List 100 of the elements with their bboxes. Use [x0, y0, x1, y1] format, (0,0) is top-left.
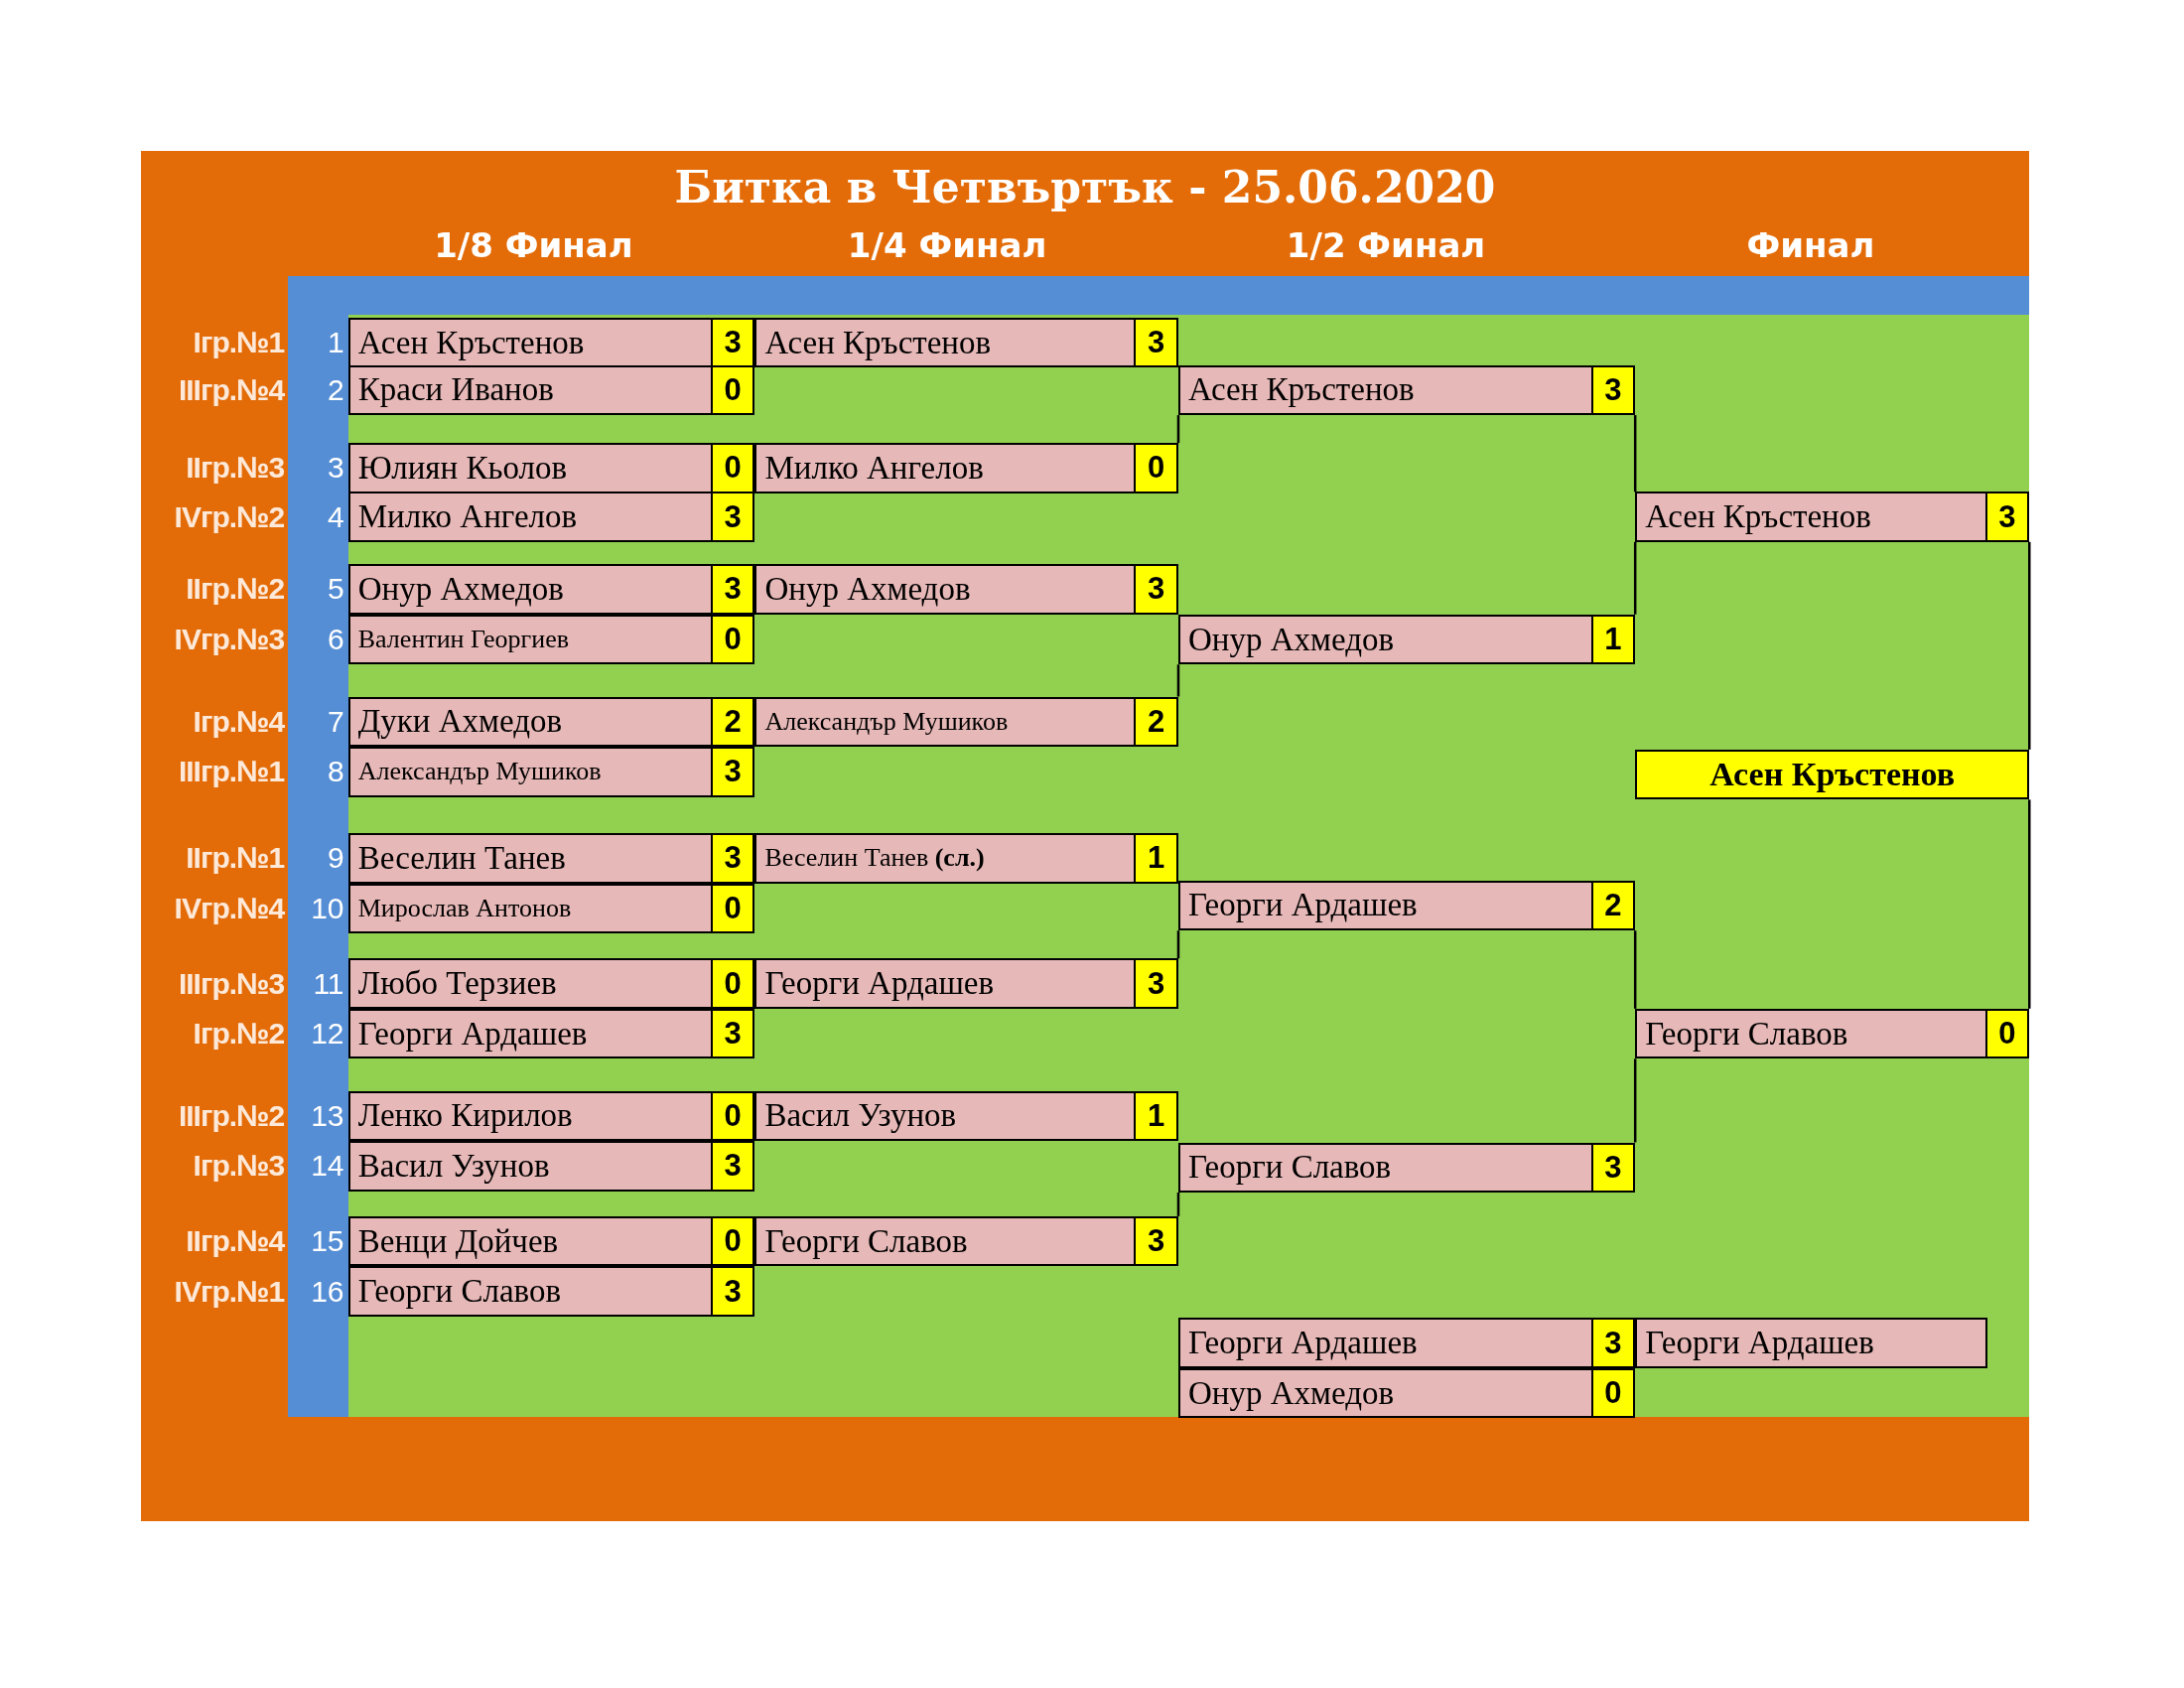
bracket-entry	[347, 833, 755, 884]
bracket-line	[1633, 1058, 1637, 1143]
bracket-entry	[1178, 1318, 1636, 1368]
player-name: Онур Ахмедов	[764, 571, 971, 608]
group-label: IIгр.№4	[186, 1223, 285, 1260]
group-label: IIIгр.№4	[178, 371, 285, 408]
round-heading: Финал	[1746, 225, 1875, 266]
score: 3	[1134, 1217, 1176, 1265]
bracket-entry	[347, 747, 755, 797]
score: 0	[710, 885, 753, 932]
score: 3	[710, 319, 753, 366]
bracket-entry	[754, 958, 1178, 1009]
player-name: Александър Мушиков	[357, 757, 602, 787]
score: 3	[1590, 366, 1634, 414]
seed-number: 9	[327, 840, 344, 877]
bracket-entry	[347, 696, 755, 747]
score: 0	[710, 960, 753, 1007]
player-name: Юлиян Кьолов	[357, 449, 568, 487]
bracket-entry	[347, 614, 755, 665]
player-name: Георги Ардашев	[1188, 887, 1418, 924]
player-name: Асен Кръстенов	[1188, 371, 1415, 409]
player-name: Милко Ангелов	[764, 449, 984, 487]
score: 1	[1134, 1092, 1176, 1140]
round-heading: 1/2 Финал	[1286, 225, 1486, 266]
bracket-entry	[347, 1266, 755, 1317]
player-name: Дуки Ахмедов	[357, 703, 562, 741]
player-name: Георги Ардашев	[1188, 1325, 1418, 1362]
player-name: Веселин Танев	[357, 839, 566, 877]
bracket-line	[1176, 930, 1180, 959]
score: 3	[710, 1010, 753, 1057]
bracket-entry	[1178, 1142, 1636, 1193]
bracket-entry	[754, 317, 1178, 368]
group-label: IIIгр.№3	[178, 965, 285, 1002]
round-heading: 1/4 Финал	[847, 225, 1047, 266]
score: 3	[1134, 960, 1176, 1007]
score: 0	[1134, 445, 1176, 492]
player-name: Онур Ахмедов	[1188, 621, 1395, 658]
bracket-entry	[347, 443, 755, 493]
bracket-entry	[1635, 492, 2030, 542]
round-heading: 1/8 Финал	[434, 225, 633, 266]
bracket-entry	[347, 564, 755, 615]
player-name: Венци Дойчев	[357, 1222, 559, 1260]
player-name: Георги Славов	[1188, 1149, 1392, 1187]
score: 0	[1590, 1369, 1634, 1417]
bracket-line	[2028, 799, 2031, 1009]
seed-number: 6	[327, 622, 344, 657]
bracket-entry	[754, 1215, 1178, 1267]
group-label: Iгр.№4	[193, 703, 285, 740]
group-label: IVгр.№4	[174, 890, 285, 926]
player-name: Веселин Танев (сл.)	[764, 843, 985, 874]
seed-number: 15	[311, 1223, 344, 1260]
score: 0	[710, 1217, 753, 1265]
score: 0	[710, 616, 753, 663]
score: 3	[710, 566, 753, 613]
bracket-line	[1633, 541, 1637, 615]
player-name: Милко Ангелов	[357, 498, 578, 535]
bracket-entry	[1178, 364, 1636, 416]
seed-number: 16	[311, 1273, 344, 1310]
score: 3	[710, 1143, 753, 1190]
bracket-entry	[1635, 1318, 1988, 1368]
score: 3	[1590, 1320, 1634, 1366]
score: 3	[710, 493, 753, 540]
group-label: Iгр.№2	[193, 1016, 285, 1053]
bracket-entry	[347, 1090, 755, 1142]
seed-number: 2	[327, 371, 344, 408]
score: 1	[1590, 616, 1634, 663]
bracket-entry	[347, 317, 755, 368]
player-name: Валентин Георгиев	[357, 625, 569, 654]
player-name: Онур Ахмедов	[1188, 1374, 1395, 1412]
player-name: Александър Мушиков	[764, 706, 1009, 737]
group-label: IVгр.№2	[174, 498, 285, 535]
seed-number: 7	[327, 703, 344, 740]
player-name: Ленко Кирилов	[357, 1097, 573, 1135]
bracket-entry	[347, 364, 755, 416]
bracket-entry	[347, 958, 755, 1009]
player-name: Георги Ардашев	[1645, 1325, 1874, 1362]
seed-number: 14	[311, 1148, 344, 1185]
score: 3	[710, 835, 753, 882]
group-label: IIгр.№2	[186, 571, 285, 608]
player-name: Онур Ахмедов	[357, 571, 564, 608]
score: 1	[1134, 835, 1176, 882]
group-label: Iгр.№1	[193, 325, 285, 361]
score: 0	[1984, 1010, 2028, 1057]
score: 3	[1590, 1144, 1634, 1191]
bracket-line	[1176, 415, 1180, 444]
seed-number: 5	[327, 571, 344, 608]
seed-number: 10	[311, 890, 344, 926]
bracket-line	[1633, 930, 1637, 1009]
seed-number: 11	[313, 965, 344, 1002]
player-name: Георги Славов	[1645, 1015, 1848, 1053]
player-name: Асен Кръстенов	[1645, 498, 1871, 535]
bracket-entry	[347, 883, 755, 934]
player-name: Васил Узунов	[357, 1147, 550, 1185]
player-name: Любо Терзиев	[357, 965, 557, 1003]
bracket-entry	[1178, 1367, 1636, 1419]
champion-name: Асен Кръстенов	[1635, 749, 2030, 800]
player-name: Мирослав Антонов	[357, 893, 572, 923]
seed-number: 13	[311, 1097, 344, 1134]
bracket-line	[1633, 415, 1637, 492]
bracket-entry	[754, 833, 1178, 884]
